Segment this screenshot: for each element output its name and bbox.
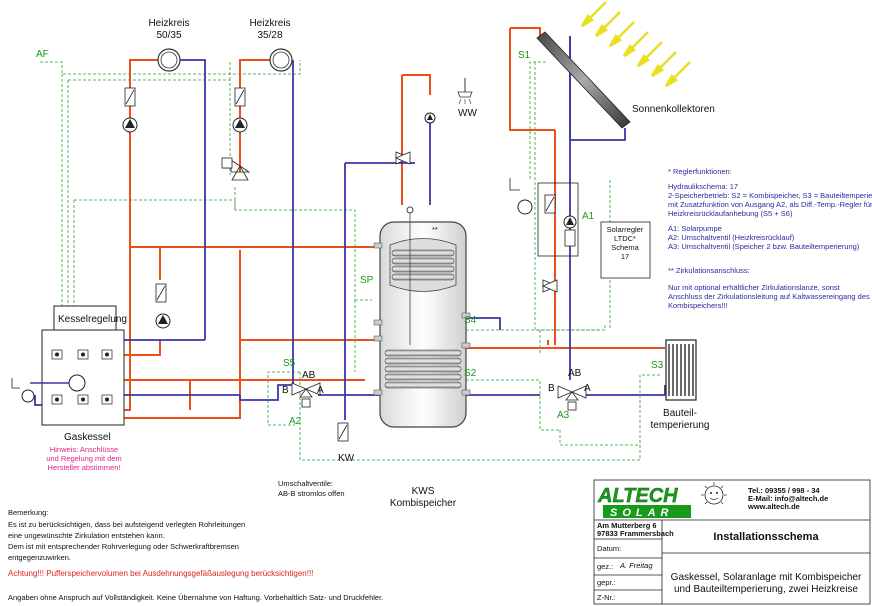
valve-b-left: B <box>282 385 289 396</box>
svg-text:entgegenzuwirken.: entgegenzuwirken. <box>8 553 71 562</box>
check-valve-icon <box>124 87 576 442</box>
solar-collector <box>536 31 631 129</box>
pump-icon <box>122 112 577 329</box>
web-text: www.altech.de <box>747 502 800 511</box>
address-2: 97833 Frammersbach <box>597 529 674 538</box>
svg-text:Nur mit optional erhältlicher: Nur mit optional erhältlicher Zirkulatio… <box>668 283 841 292</box>
heizkreis-1-temp: 50/35 <box>156 30 181 41</box>
umschalt-label-1: Umschaltventile: <box>278 479 333 488</box>
gez-label: gez.: <box>597 562 613 571</box>
sensor-wiring <box>40 60 660 461</box>
solar-station <box>537 182 579 257</box>
bemerkung-notes: Bemerkung: Es ist zu berücksichtigen, da… <box>8 508 245 562</box>
valve-ab-right: AB <box>568 368 582 379</box>
expansion-vessel-icon <box>21 199 533 403</box>
svg-text:A2: Umschaltventil (Heizkreisr: A2: Umschaltventil (Heizkreisrücklauf) <box>668 233 795 242</box>
regler-line-4: 17 <box>621 252 629 261</box>
schema-desc-1: Gaskessel, Solaranlage mit Kombispeicher <box>671 572 862 583</box>
svg-text:SOLAR: SOLAR <box>610 507 674 519</box>
heating-circuit-2 <box>269 48 293 72</box>
svg-text:eine ungewünschte Zirkulation: eine ungewünschte Zirkulation entstehen … <box>8 531 165 540</box>
af-label: AF <box>36 49 49 60</box>
valve-b-right: B <box>548 383 555 394</box>
output-a3: A3 <box>557 410 570 421</box>
svg-text:Hydraulikschema: 17: Hydraulikschema: 17 <box>668 182 738 191</box>
kw-label: KW <box>338 453 355 464</box>
gepr-label: gepr.: <box>597 578 616 587</box>
gaskessel-label: Gaskessel <box>64 432 111 443</box>
regler-line-1: Solarregler <box>607 225 644 234</box>
sensor-sp: SP <box>360 275 374 286</box>
footer-note: Angaben ohne Anspruch auf Vollständigkei… <box>8 593 383 602</box>
svg-text:Kombispeichers!!!: Kombispeichers!!! <box>668 301 728 310</box>
valve-ab-left: AB <box>302 370 316 381</box>
svg-text:Bemerkung:: Bemerkung: <box>8 508 48 517</box>
supply-pipes <box>57 27 665 419</box>
bauteil-panel <box>665 339 697 401</box>
ww-label: WW <box>458 108 477 119</box>
heating-circuit-1 <box>157 48 181 72</box>
email-text: E-Mail: info@altech.de <box>748 494 828 503</box>
svg-text:Heizkreisrücklaufanhebung (S5: Heizkreisrücklaufanhebung (S5 + S6) <box>668 209 793 218</box>
svg-text:Anschluss der Zirkulationsleit: Anschluss der Zirkulationsleitung auf Ka… <box>668 292 870 301</box>
achtung-note: Achtung!!! Pufferspeichervolumen bei Aus… <box>8 569 313 578</box>
sensor-s4: S4 <box>464 315 477 326</box>
svg-text:* Reglerfunktionen:: * Reglerfunktionen: <box>668 167 732 176</box>
sensor-s3: S3 <box>651 360 664 371</box>
sun-rays-icon <box>580 1 691 88</box>
schema-desc-2: und Bauteiltemperierung, zwei Heizkreise <box>674 584 858 595</box>
znr-label: Z-Nr.: <box>597 593 616 602</box>
hinweis-line-2: und Regelung mit dem <box>46 454 121 463</box>
bauteil-label-1: Bauteil- <box>663 408 697 419</box>
datum-label: Datum: <box>597 544 621 553</box>
bauteil-label-2: temperierung <box>651 420 710 431</box>
sun-mascot-icon <box>701 482 727 505</box>
svg-text:ALTECH: ALTECH <box>597 485 678 507</box>
sensor-s1: S1 <box>518 50 531 61</box>
hinweis-line-1: Hinweis: Anschlüsse <box>50 445 118 454</box>
regler-notes: * Reglerfunktionen: Hydraulikschema: 17 … <box>668 167 872 310</box>
heizkreis-2-title: Heizkreis <box>249 18 290 29</box>
tel-text: Tel.: 09355 / 998 - 34 <box>748 486 820 495</box>
kws-label: KWS <box>412 486 435 497</box>
title-block <box>593 479 871 605</box>
svg-text:mit Zusatzfunktion von Ausgang: mit Zusatzfunktion von Ausgang A2, als D… <box>668 200 872 209</box>
regler-line-3: Schema <box>611 243 639 252</box>
umschalt-label-2: AB-B stromlos offen <box>278 489 345 498</box>
safety-valve-icon <box>11 178 520 389</box>
three-way-valve-icon <box>222 151 587 411</box>
collectors-label: Sonnenkollektoren <box>632 104 715 115</box>
kombispeicher-label: Kombispeicher <box>390 498 457 509</box>
mixer-indicator <box>221 157 233 169</box>
regler-line-2: LTDC* <box>614 234 636 243</box>
schema-title: Installationsschema <box>713 531 819 543</box>
svg-text:Es ist zu berücksichtigen, das: Es ist zu berücksichtigen, dass bei aufs… <box>8 520 245 529</box>
heizkreis-2-temp: 35/28 <box>257 30 282 41</box>
solar-controller <box>600 221 651 279</box>
valve-a-left: A <box>317 385 324 396</box>
svg-text:2-Speicherbetrieb: S2 = Kombis: 2-Speicherbetrieb: S2 = Kombispeicher, S… <box>668 191 872 200</box>
kesselregelung-label: Kesselregelung <box>58 314 127 325</box>
valve-a-right: A <box>584 383 591 394</box>
shower-icon <box>457 78 473 105</box>
hinweis-line-3: Hersteller abstimmen! <box>48 463 121 472</box>
kombi-storage-tank: ** <box>373 206 471 428</box>
altech-logo: ALTECH SOLAR <box>597 485 691 519</box>
gas-boiler <box>30 305 125 426</box>
address-1: Am Mutterberg 6 <box>597 521 657 530</box>
svg-text:** Zirkulationsanschluss:: ** Zirkulationsanschluss: <box>668 266 750 275</box>
svg-text:Dem ist mit entsprechender Roh: Dem ist mit entsprechender Rohrverlegung… <box>8 542 239 551</box>
output-a2: A2 <box>289 416 302 427</box>
svg-text:**: ** <box>432 225 438 234</box>
output-a1: A1 <box>582 211 595 222</box>
heizkreis-1-title: Heizkreis <box>148 18 189 29</box>
svg-text:A3: Umschaltventil (Speicher 2: A3: Umschaltventil (Speicher 2 bzw. Baut… <box>668 242 860 251</box>
svg-text:A1: Solarpumpe: A1: Solarpumpe <box>668 224 722 233</box>
gez-value: A. Freitag <box>619 561 653 570</box>
sensor-s5: S5 <box>283 358 296 369</box>
sensor-s2: S2 <box>464 368 477 379</box>
